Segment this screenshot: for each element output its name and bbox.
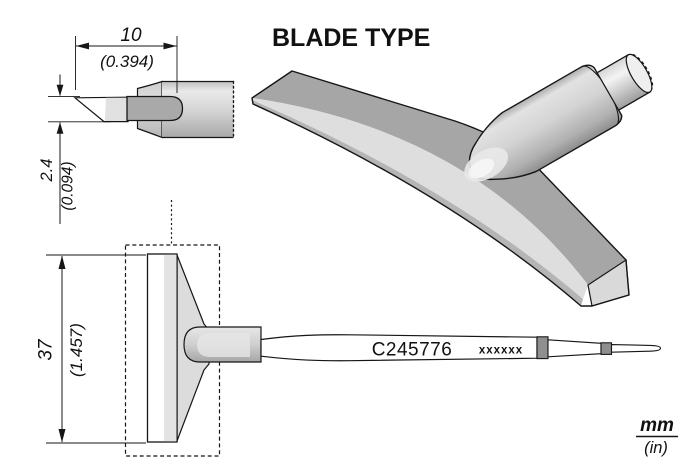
dim-width-mm: 37	[36, 338, 57, 361]
page-title: BLADE TYPE	[272, 24, 430, 52]
front-connector-highlight	[197, 333, 250, 357]
dim-thickness-mm: 2.4	[38, 159, 56, 183]
front-band-1	[536, 336, 549, 360]
front-blade-shading	[164, 254, 177, 442]
side-view-heater	[126, 95, 184, 122]
arrowhead-top	[58, 255, 66, 269]
front-view: C245776 xxxxxx	[124, 200, 662, 457]
arrowhead-right	[163, 42, 177, 50]
front-tip-rod	[610, 344, 662, 353]
side-view-blade-shading	[104, 97, 128, 121]
model-number: C245776	[372, 340, 453, 361]
iso-connector-end-cap	[625, 53, 653, 94]
units-imperial-label: (in)	[644, 439, 668, 457]
side-view	[73, 80, 235, 139]
front-band-2	[600, 342, 613, 355]
dim-length-inch: (0.394)	[100, 52, 154, 71]
dim-thickness: 2.4 (0.094)	[38, 74, 110, 224]
dim-thickness-inch: (0.094)	[59, 161, 76, 210]
iso-view	[251, 53, 654, 307]
batch-mask: xxxxxx	[479, 345, 523, 357]
dim-length: 10 (0.394)	[75, 25, 178, 93]
arrowhead-bottom	[58, 429, 66, 443]
iso-tip-highlight	[468, 158, 495, 179]
dim-width-inch: (1.457)	[67, 323, 86, 377]
arrowhead-left	[76, 42, 89, 50]
dim-width: 37 (1.457)	[36, 254, 146, 444]
front-shaft-section	[547, 339, 602, 358]
units-legend: mm (in)	[636, 415, 678, 457]
arrowhead-down	[56, 84, 64, 97]
dim-length-mm: 10	[120, 25, 142, 46]
iso-hidden-edge	[632, 53, 654, 89]
iso-blade-top-face	[252, 71, 626, 285]
iso-body	[464, 53, 654, 182]
units-metric-label: mm	[640, 415, 674, 436]
arrowhead-up	[56, 122, 64, 134]
